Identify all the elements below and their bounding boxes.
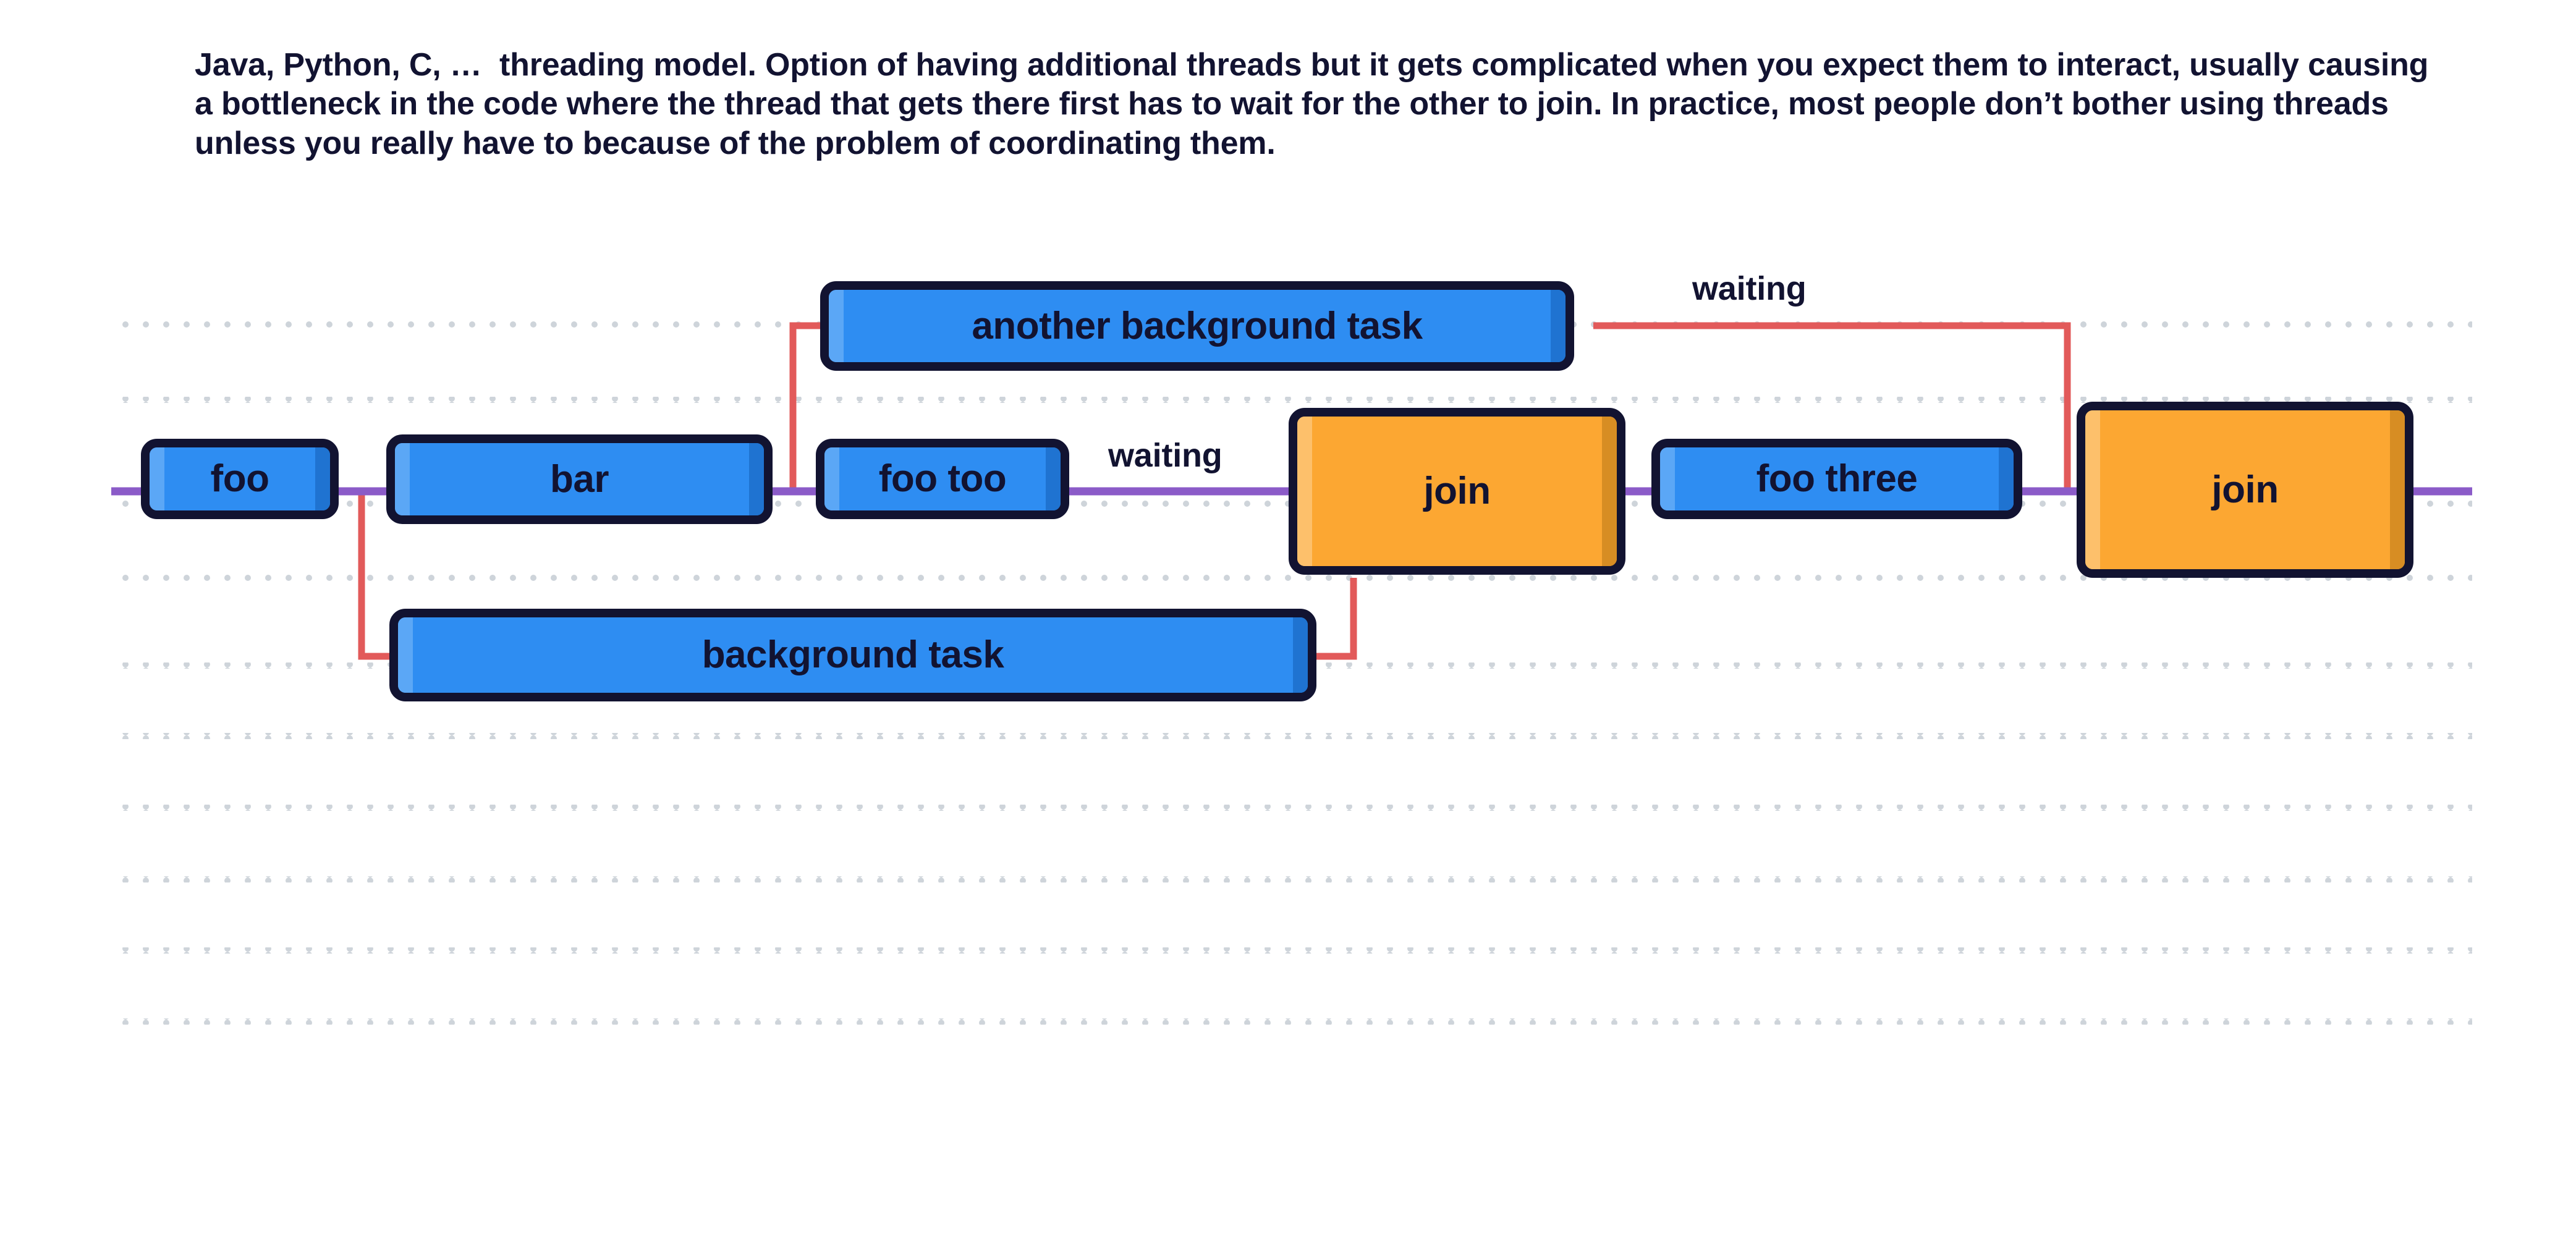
box-right-shadow [1046, 447, 1061, 510]
box-right-shadow [2390, 410, 2405, 569]
task-box-label: bar [550, 457, 609, 501]
box-left-highlight [1297, 417, 1312, 566]
task-box-label: background task [701, 633, 1004, 676]
box-right-shadow [1551, 290, 1566, 362]
box-left-highlight [824, 447, 839, 510]
task-box-label: join [2211, 468, 2279, 511]
task-box-another-background-task[interactable]: another background task [820, 281, 1574, 371]
box-right-shadow [1999, 447, 2014, 510]
task-box-label: another background task [972, 304, 1423, 347]
task-box-foo-three[interactable]: foo three [1651, 439, 2022, 519]
task-box-label: foo [210, 457, 269, 500]
task-box-foo-too[interactable]: foo too [816, 439, 1069, 519]
box-left-highlight [395, 443, 410, 515]
task-box-join-one[interactable]: join [1289, 408, 1625, 575]
box-right-shadow [1293, 617, 1308, 693]
task-box-background-task[interactable]: background task [389, 609, 1316, 701]
box-left-highlight [150, 447, 164, 510]
box-right-shadow [1602, 417, 1617, 566]
box-right-shadow [315, 447, 330, 510]
task-box-bar[interactable]: bar [386, 434, 773, 524]
task-box-label: join [1423, 470, 1491, 512]
task-box-join-two[interactable]: join [2077, 402, 2413, 578]
task-box-foo[interactable]: foo [141, 439, 339, 519]
task-box-label: foo too [878, 457, 1007, 500]
edge-label-waiting-upper: waiting [1692, 270, 1807, 307]
box-left-highlight [2085, 410, 2100, 569]
box-left-highlight [398, 617, 413, 693]
box-left-highlight [1660, 447, 1675, 510]
edge-label-waiting-lower: waiting [1108, 437, 1222, 474]
background-thread-connectors [358, 322, 2071, 660]
box-left-highlight [829, 290, 844, 362]
task-box-label: foo three [1756, 457, 1918, 500]
intro-paragraph: Java, Python, C, … threading model. Opti… [195, 47, 2438, 161]
box-right-shadow [749, 443, 764, 515]
